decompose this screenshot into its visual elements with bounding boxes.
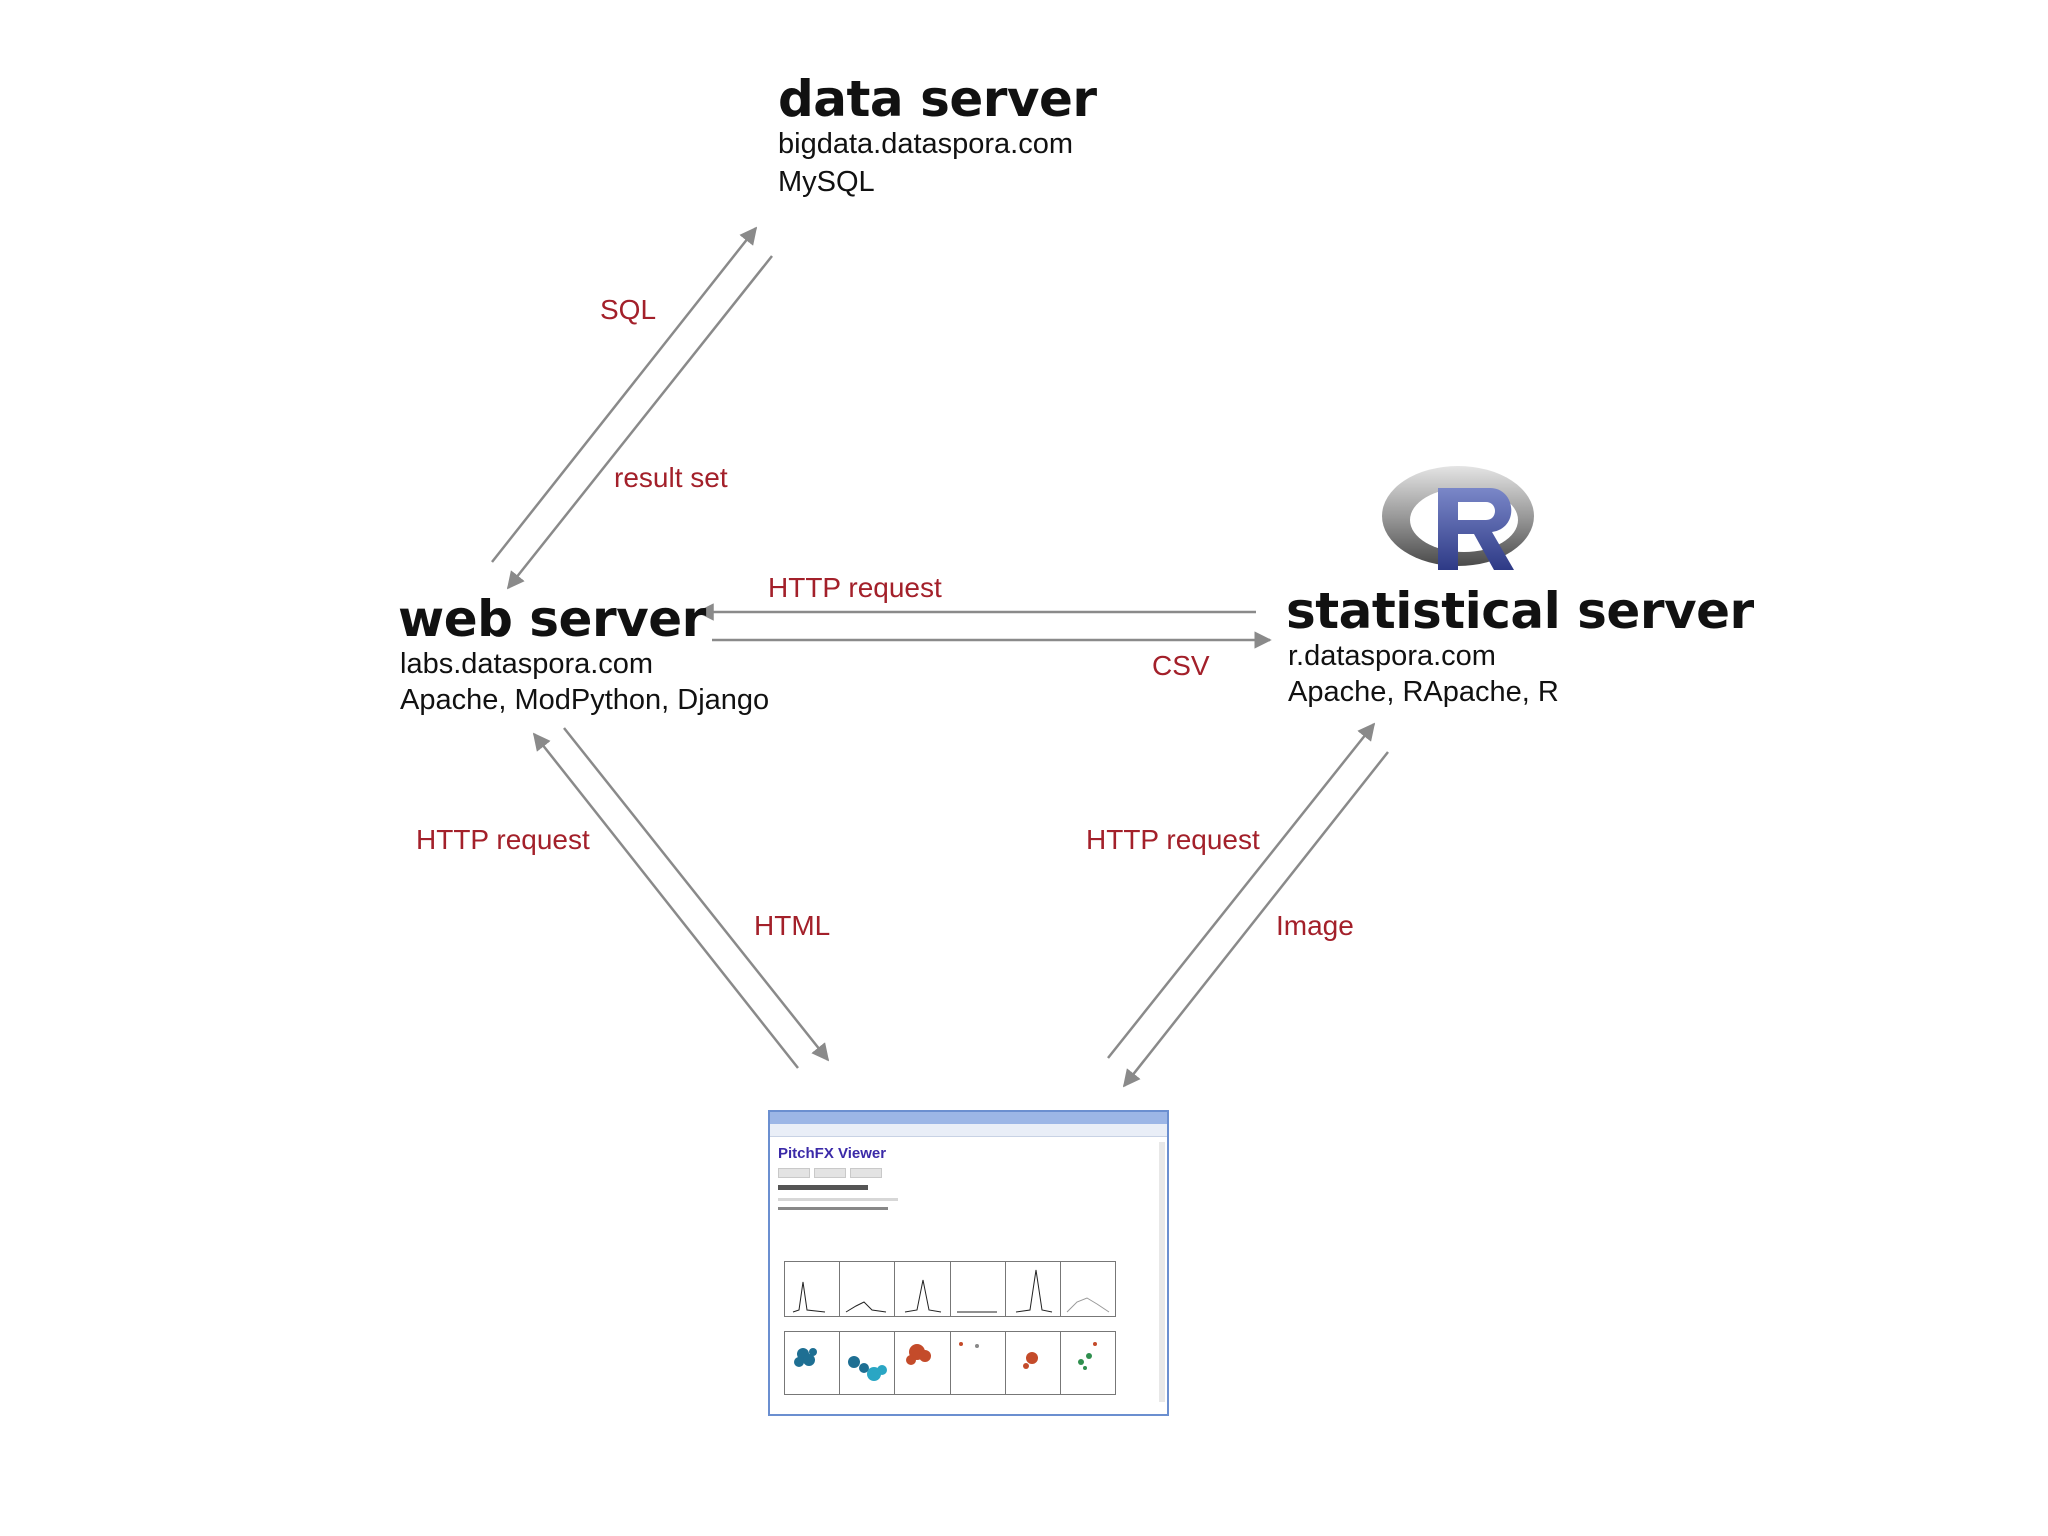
arrow-sql	[491, 226, 758, 563]
label-sql: SQL	[600, 294, 657, 325]
arrow-http-request-browser-web	[532, 732, 799, 1069]
label-csv: CSV	[1152, 650, 1210, 681]
data-server-host: bigdata.dataspora.com	[778, 128, 1074, 160]
browser-caption-line	[778, 1207, 888, 1210]
scatter-plot-row	[784, 1331, 1116, 1395]
label-html: HTML	[754, 910, 831, 941]
browser-titlebar	[770, 1112, 1167, 1124]
statistical-server-host: r.dataspora.com	[1288, 640, 1496, 672]
statistical-server-stack: Apache, RApache, R	[1288, 676, 1559, 708]
data-server-title: data server	[778, 70, 1097, 128]
arrow-http-request-browser-stat	[1107, 722, 1376, 1059]
web-server-stack: Apache, ModPython, Django	[400, 684, 770, 716]
arrow-html	[563, 727, 830, 1062]
statistical-server-title: statistical server	[1286, 582, 1754, 640]
arrow-image	[1122, 751, 1389, 1088]
browser-subheading	[778, 1185, 868, 1190]
r-logo-icon	[1382, 466, 1534, 570]
web-server-host: labs.dataspora.com	[400, 648, 654, 680]
label-http-request-browser-web: HTTP request	[416, 824, 590, 855]
label-image: Image	[1276, 910, 1354, 941]
density-plot-row	[784, 1261, 1116, 1317]
browser-faint-line	[778, 1198, 898, 1201]
browser-urlbar	[770, 1124, 1167, 1137]
browser-scrollbar	[1159, 1142, 1165, 1402]
browser-tabs	[778, 1168, 1159, 1178]
data-server-stack: MySQL	[778, 166, 875, 198]
label-http-request-web: HTTP request	[768, 572, 942, 603]
web-server-title: web server	[398, 590, 706, 648]
browser-window-screenshot: PitchFX Viewer	[768, 1110, 1169, 1416]
arrow-result-set	[506, 255, 773, 590]
browser-page-heading: PitchFX Viewer	[778, 1145, 887, 1162]
label-http-request-browser-stat: HTTP request	[1086, 824, 1260, 855]
browser-page: PitchFX Viewer	[770, 1137, 1167, 1414]
label-result-set: result set	[614, 462, 728, 493]
